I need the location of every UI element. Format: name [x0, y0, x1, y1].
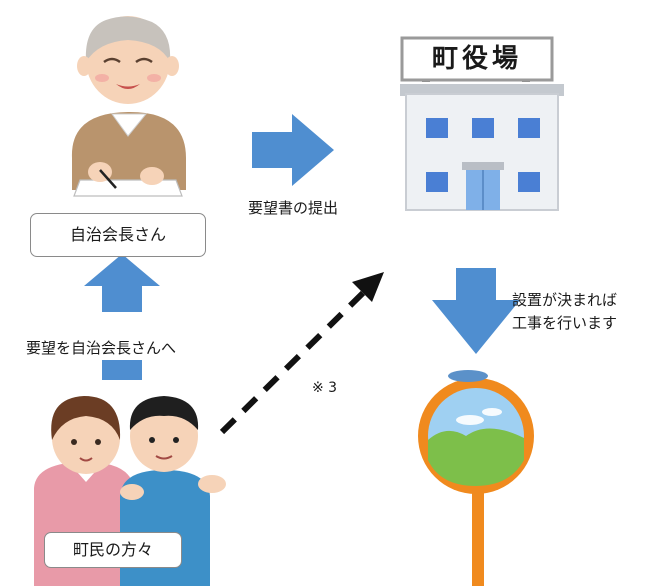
install-label-line2: 工事を行います: [512, 314, 618, 332]
elderly-man-writing-icon: [71, 16, 186, 197]
request-arrow-up: [84, 254, 160, 312]
town-hall-building-icon: [400, 36, 564, 211]
request-arrow-up-lower: [102, 360, 142, 380]
submit-request-label: 要望書の提出: [248, 199, 339, 217]
office-sign: 町役場: [431, 44, 522, 74]
note-label: ※ 3: [312, 380, 338, 396]
dashed-arrow: [219, 272, 384, 435]
curve-mirror-icon: [418, 370, 534, 586]
submit-arrow-right: [252, 114, 334, 186]
install-arrow-down: [432, 268, 520, 354]
residents-box: 町民の方々: [44, 532, 182, 568]
install-label-line1: 設置が決まれば: [512, 291, 618, 309]
request-to-chairman-label: 要望を自治会長さんへ: [26, 339, 177, 357]
chairman-box: 自治会長さん: [30, 213, 206, 257]
